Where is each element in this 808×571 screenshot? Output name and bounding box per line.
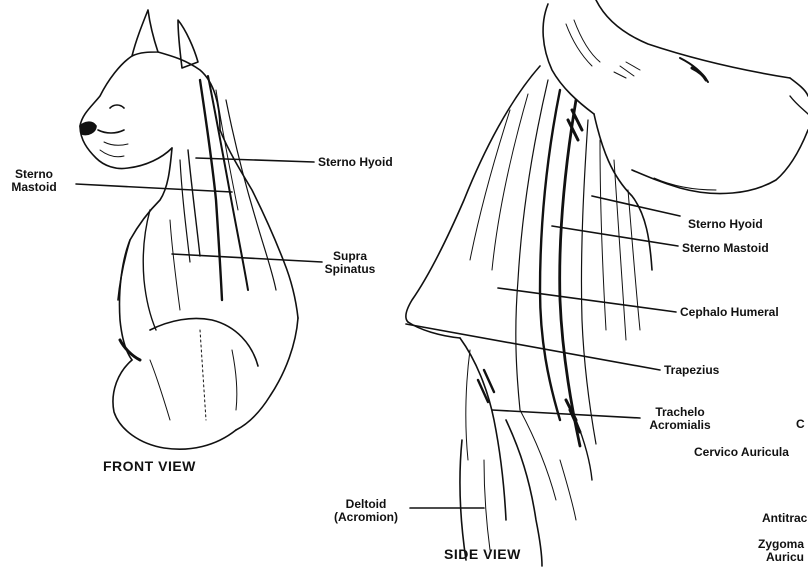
label-trapezius: Trapezius [664,364,719,377]
label-partial-c: C [796,418,805,431]
label-cephalo-humeral: Cephalo Humeral [680,306,779,319]
side-view-caption: SIDE VIEW [444,546,521,562]
front-view-drawing [80,10,298,449]
side-view-drawing [406,0,808,566]
label-line: Auricu [758,551,808,564]
label-sterno-hyoid-front: Sterno Hyoid [318,156,393,169]
label-sterno-mastoid-side: Sterno Mastoid [682,242,769,255]
label-deltoid: Deltoid (Acromion) [326,498,406,524]
label-line: Acromialis [644,419,716,432]
label-cervico-auricular: Cervico Auricula [694,446,789,459]
label-zygomatic-auricular: Zygoma Auricu [758,538,808,564]
label-supra-spinatus: Supra Spinatus [318,250,382,276]
label-trachelo-acromialis: Trachelo Acromialis [644,406,716,432]
label-antitragicus: Antitrac [762,512,807,525]
label-sterno-hyoid-side: Sterno Hyoid [688,218,763,231]
label-line: Mastoid [6,181,62,194]
label-line: Spinatus [318,263,382,276]
label-sterno-mastoid-front: Sterno Mastoid [6,168,62,194]
front-view-caption: FRONT VIEW [103,458,196,474]
label-line: (Acromion) [326,511,406,524]
